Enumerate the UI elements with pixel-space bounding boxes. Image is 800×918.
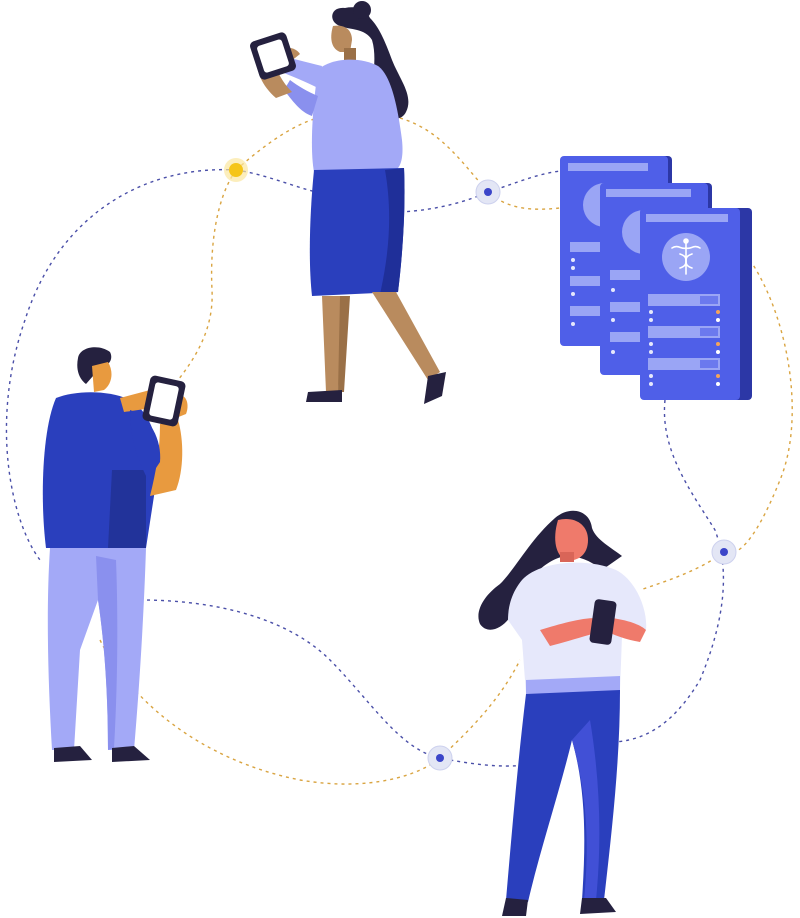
caduceus-icon: [671, 238, 701, 275]
smartphone-icon: [142, 375, 186, 427]
smartphone-icon: [589, 599, 617, 645]
pants: [47, 548, 147, 750]
network-path-blue-left: [5, 168, 237, 561]
record-card-front: [640, 208, 752, 400]
shirt: [311, 59, 403, 173]
network-node-top-right: [475, 179, 501, 205]
person-top-woman: [250, 1, 446, 404]
person-left-man: [42, 347, 188, 762]
pants: [506, 690, 620, 902]
network-path-blue-right: [614, 399, 725, 743]
network-node-bottom: [427, 745, 453, 771]
record-rows: [648, 294, 720, 386]
smartphone-icon: [250, 32, 296, 80]
network-node-gold: [224, 158, 248, 182]
network-node-right: [711, 539, 737, 565]
network-path-blue-top: [235, 169, 571, 213]
skirt: [309, 168, 405, 296]
person-right-woman: [478, 510, 647, 916]
network-path-blue-bottom: [139, 599, 526, 767]
network-path-gold-bottom: [99, 639, 521, 785]
network-path-gold-left: [169, 169, 237, 391]
